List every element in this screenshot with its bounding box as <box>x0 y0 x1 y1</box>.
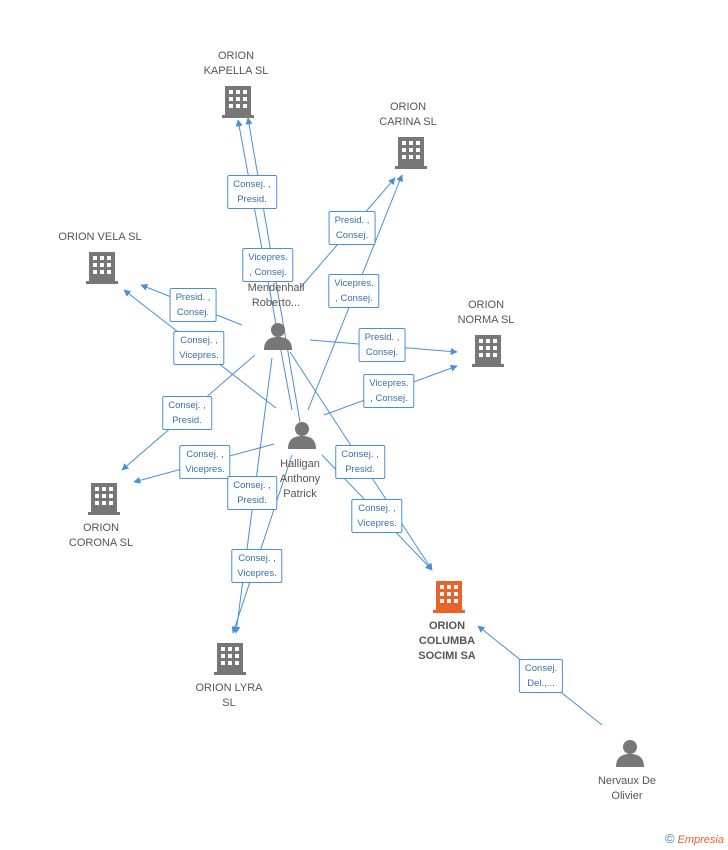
edge-label: Vicepres. , Consej. <box>363 374 415 408</box>
edge-label: Consej. , Presid. <box>162 396 212 430</box>
building-icon <box>472 335 504 367</box>
edge-label: Consej. , Presid. <box>227 175 277 209</box>
node-label-mendenhall[interactable]: Mendenhall Roberto... <box>247 282 305 309</box>
copyright-icon: © <box>664 831 675 846</box>
building-icon <box>88 483 120 515</box>
node-label-lyra[interactable]: ORION LYRA SL <box>195 682 263 709</box>
node-label-carina[interactable]: ORION CARINA SL <box>379 101 437 128</box>
main-building-icon <box>433 581 465 613</box>
edge-label: Presid. , Consej. <box>328 211 376 245</box>
edge-label: Consej. , Vicepres. <box>351 499 403 533</box>
person-icon <box>264 323 292 350</box>
edge-label: Consej. , Vicepres. <box>173 331 225 365</box>
building-icon <box>86 252 118 284</box>
brand-logo: Empresia <box>677 834 724 846</box>
node-label-kapella[interactable]: ORION KAPELLA SL <box>203 50 269 77</box>
node-label-halligan[interactable]: Halligan Anthony Patrick <box>279 458 321 500</box>
copyright-footer: ©Empresia <box>665 831 724 846</box>
node-label-columba[interactable]: ORION COLUMBA SOCIMI SA <box>418 620 476 662</box>
edge-label: Vicepres. , Consej. <box>242 248 294 282</box>
edge-label: Presid. , Consej. <box>358 328 406 362</box>
person-icon <box>288 422 316 449</box>
building-icon <box>214 643 246 675</box>
edge-label: Consej. , Presid. <box>335 445 385 479</box>
node-label-corona[interactable]: ORION CORONA SL <box>68 522 134 549</box>
edge-halligan-lyra <box>231 454 293 634</box>
edge-label: Consej. Del.,... <box>518 659 564 693</box>
node-label-norma[interactable]: ORION NORMA SL <box>457 299 515 326</box>
person-icon <box>616 740 644 767</box>
node-label-nervaux[interactable]: Nervaux De Olivier <box>597 775 657 802</box>
building-icon <box>222 86 254 118</box>
edge-label: Consej. , Vicepres. <box>179 445 231 479</box>
node-label-vela[interactable]: ORION VELA SL <box>58 231 142 243</box>
edge-label: Vicepres. , Consej. <box>328 274 380 308</box>
edge-label: Presid. , Consej. <box>169 288 217 322</box>
edge-label: Consej. , Presid. <box>227 476 277 510</box>
edge-label: Consej. , Vicepres. <box>231 549 283 583</box>
building-icon <box>395 137 427 169</box>
